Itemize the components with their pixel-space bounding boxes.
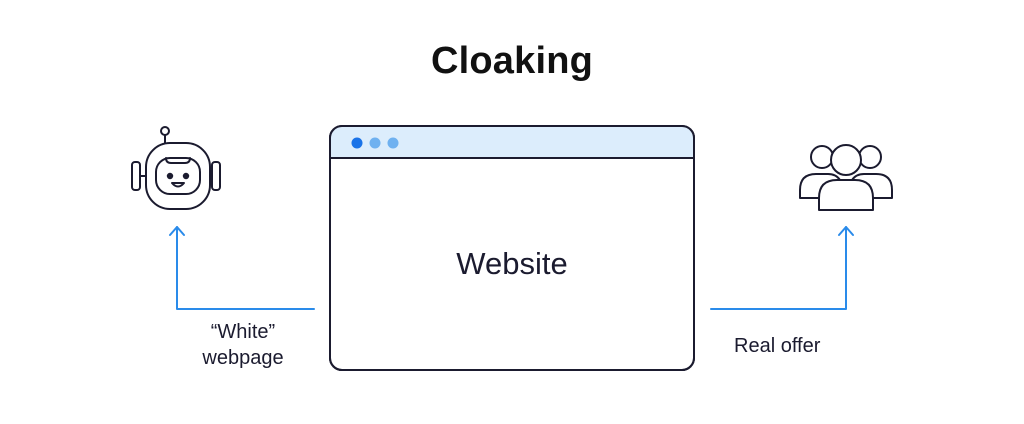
browser-dot-3 [387,137,399,149]
real-offer-label: Real offer [734,335,821,357]
arrow-to-users [710,226,854,310]
robot-icon [131,126,221,210]
users-group-icon [799,144,893,211]
arrow-to-robot [169,226,315,310]
browser-titlebar [331,127,693,158]
browser-window [329,125,695,371]
browser-dot-2 [369,137,381,149]
diagram-title: Cloaking [430,40,594,82]
white-webpage-label: “White” webpage [178,319,308,371]
browser-dot-1 [351,137,363,149]
white-webpage-text: “White” webpage [202,321,284,369]
website-label: Website [456,246,568,281]
browser-frame-outline [329,125,695,371]
